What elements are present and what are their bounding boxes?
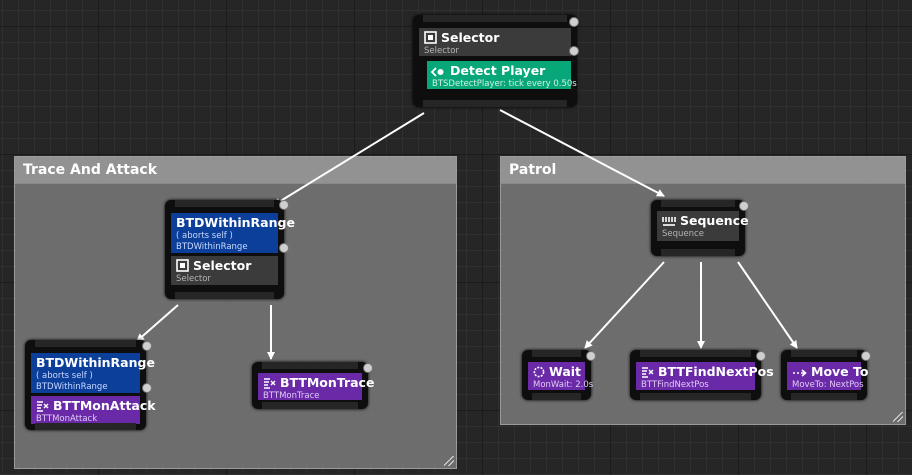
root-selector-bar: Selector Selector (419, 28, 571, 56)
root-selector-node[interactable]: Selector Selector Detect Player BTSDetec… (413, 15, 579, 107)
resize-grip[interactable] (444, 456, 454, 466)
patrol-sequence-node[interactable]: Sequence Sequence (651, 200, 749, 256)
output-pin[interactable] (279, 200, 289, 210)
task-title: BTTFindNextPos (658, 364, 774, 379)
sequence-icon (662, 217, 676, 226)
sequence-subtitle: Sequence (662, 229, 704, 239)
selector-bar: Selector Selector (171, 256, 278, 285)
attack-task-node[interactable]: BTDWithinRange ( aborts self ) BTDWithin… (25, 340, 156, 430)
task-subtitle: BTTMonTrace (263, 391, 320, 401)
output-pin[interactable] (279, 243, 289, 253)
selector-icon (424, 31, 437, 44)
wait-icon (533, 366, 545, 378)
move-to-task-node[interactable]: Move To MoveTo: NextPos (781, 350, 871, 400)
task-subtitle: BTTFindNextPos (641, 380, 709, 390)
selector-title: Selector (193, 258, 252, 273)
task-title: BTTMonTrace (280, 375, 375, 390)
wire-sequence-to-wait (584, 261, 665, 349)
resize-grip[interactable] (893, 412, 903, 422)
within-range-decorator[interactable]: BTDWithinRange ( aborts self ) BTDWithin… (31, 353, 155, 393)
sequence-bar: Sequence Sequence (657, 211, 749, 241)
output-pin[interactable] (569, 46, 579, 56)
selector-icon (176, 259, 189, 272)
decorator-aborts: ( aborts self ) (36, 371, 93, 381)
trace-task-node[interactable]: BTTMonTrace BTTMonTrace (252, 362, 374, 409)
selector-subtitle: Selector (176, 274, 211, 284)
decorator-title: BTDWithinRange (36, 355, 155, 370)
find-next-pos-task-bar: BTTFindNextPos BTTFindNextPos (636, 362, 774, 390)
wait-task-bar: Wait MonWait: 2.0s (528, 362, 594, 390)
mon-trace-task-bar: BTTMonTrace BTTMonTrace (258, 373, 374, 401)
find-next-pos-task-node[interactable]: BTTFindNextPos BTTFindNextPos (630, 350, 774, 400)
wire-sequence-to-moveto (737, 261, 798, 349)
output-pin[interactable] (142, 383, 152, 393)
output-pin[interactable] (142, 341, 152, 351)
output-pin[interactable] (756, 351, 766, 361)
service-subtitle: BTSDetectPlayer: tick every 0.50s (432, 79, 577, 89)
comment-title[interactable]: Trace And Attack (15, 157, 456, 184)
task-subtitle: MoveTo: NextPos (792, 380, 864, 390)
move-to-task-bar: Move To MoveTo: NextPos (787, 362, 868, 390)
decorator-subtitle: BTDWithinRange (176, 242, 248, 252)
sequence-title: Sequence (680, 213, 749, 228)
root-selector-subtitle: Selector (424, 46, 459, 56)
output-pin[interactable] (861, 351, 871, 361)
trace-selector-node[interactable]: BTDWithinRange ( aborts self ) BTDWithin… (165, 200, 295, 299)
output-pin[interactable] (739, 201, 749, 211)
comment-title[interactable]: Patrol (501, 157, 905, 184)
wait-task-node[interactable]: Wait MonWait: 2.0s (522, 350, 596, 400)
detect-player-service[interactable]: Detect Player BTSDetectPlayer: tick ever… (427, 61, 577, 89)
decorator-title: BTDWithinRange (176, 215, 295, 230)
task-icon (37, 401, 49, 412)
task-icon (642, 367, 654, 378)
decorator-subtitle: BTDWithinRange (36, 382, 108, 392)
output-pin[interactable] (569, 17, 579, 27)
output-pin[interactable] (363, 363, 373, 373)
output-pin[interactable] (586, 351, 596, 361)
service-icon (430, 67, 444, 77)
task-icon (264, 378, 276, 389)
task-title: Wait (549, 364, 582, 379)
wire-root-to-selector (273, 112, 425, 206)
decorator-aborts: ( aborts self ) (176, 231, 233, 241)
wire-selector-to-attack (136, 304, 179, 342)
task-subtitle: MonWait: 2.0s (533, 380, 594, 390)
move-to-icon (793, 369, 807, 377)
task-title: Move To (811, 364, 869, 379)
wire-root-to-sequence (499, 109, 665, 197)
mon-attack-task-bar: BTTMonAttack BTTMonAttack (31, 396, 156, 424)
task-title: BTTMonAttack (53, 398, 156, 413)
root-selector-title: Selector (441, 30, 500, 45)
task-subtitle: BTTMonAttack (36, 414, 98, 424)
service-title: Detect Player (450, 63, 546, 78)
within-range-decorator[interactable]: BTDWithinRange ( aborts self ) BTDWithin… (171, 213, 295, 253)
